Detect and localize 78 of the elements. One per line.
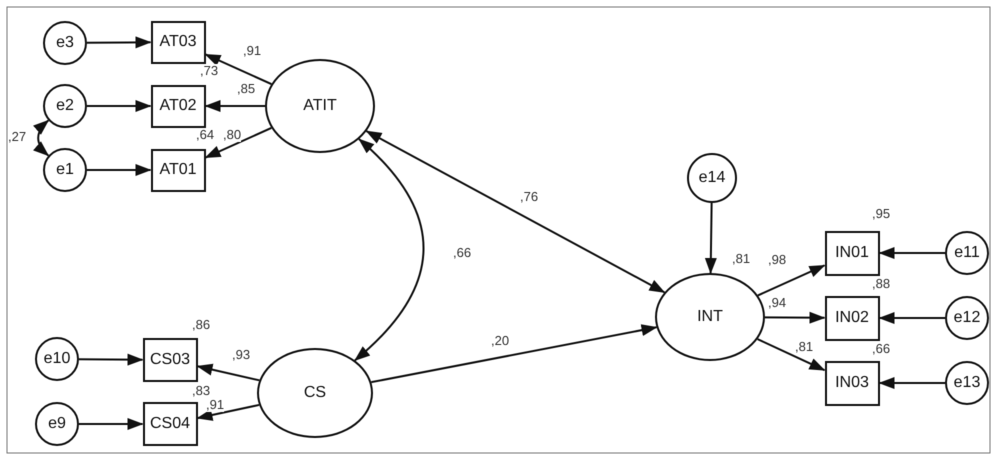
path-arrow: [204, 100, 265, 112]
edge-label: ,76: [520, 190, 538, 204]
observed-variable-box: [142, 402, 198, 446]
r-squared-value: ,86: [192, 318, 210, 332]
path-arrow: [78, 354, 144, 366]
edge-label: ,94: [768, 296, 786, 310]
r-squared-value: ,88: [872, 277, 890, 291]
edge-label: ,98: [768, 253, 786, 267]
path-arrow: [757, 338, 826, 372]
path-arrow: [704, 202, 717, 274]
observed-variable-box: [824, 360, 880, 406]
path-arrow: [878, 312, 945, 324]
path-arrow: [371, 324, 658, 384]
error-term-circle: [35, 402, 79, 446]
variable-name: IN02: [835, 309, 869, 327]
path-arrow: [79, 418, 144, 430]
edge-label: ,80: [223, 128, 242, 142]
r-squared-value: ,64: [196, 128, 214, 142]
observed-variable-box: [824, 230, 880, 276]
path-arrow: [87, 100, 152, 112]
edge-label: ,66: [453, 246, 472, 260]
error-term-circle: [945, 296, 989, 340]
edge-label: ,91: [206, 398, 224, 412]
variable-name: e1: [56, 161, 74, 179]
r-squared-value: ,81: [732, 252, 750, 266]
variable-name: INT: [697, 308, 723, 326]
edge-label: ,85: [237, 82, 256, 96]
path-arrow: [764, 312, 826, 324]
observed-variable-box: [150, 84, 206, 128]
edge-label: ,93: [232, 348, 250, 362]
covariance-arrow: [354, 138, 424, 362]
error-term-circle: [43, 148, 87, 192]
variable-name: CS04: [150, 415, 190, 433]
observed-variable-box: [824, 296, 880, 340]
r-squared-value: ,83: [192, 384, 210, 398]
edge-label: ,91: [243, 44, 262, 58]
variable-name: AT03: [159, 33, 197, 51]
edge-label: ,81: [795, 340, 814, 354]
variable-name: e13: [954, 374, 980, 392]
error-term-circle: [687, 153, 737, 203]
error-term-circle: [43, 21, 87, 65]
variable-name: e2: [56, 97, 74, 115]
variable-name: e11: [954, 244, 980, 262]
variable-name: e10: [44, 350, 70, 368]
variable-name: IN01: [835, 244, 869, 262]
error-term-circle: [945, 231, 989, 275]
edge-label: ,20: [491, 334, 510, 348]
variable-name: e14: [698, 169, 726, 187]
path-arrow: [366, 130, 666, 294]
path-arrow: [196, 364, 260, 382]
r-squared-value: ,66: [872, 342, 890, 356]
variable-name: CS: [304, 384, 326, 402]
path-arrow: [204, 127, 272, 159]
r-squared-value: ,73: [200, 64, 218, 78]
variable-name: AT02: [159, 97, 197, 115]
observed-variable-box: [150, 20, 206, 64]
path-arrow: [86, 36, 152, 48]
observed-variable-box: [142, 338, 198, 382]
variable-name: e12: [954, 309, 980, 327]
variable-name: ATIT: [303, 97, 337, 115]
error-term-circle: [35, 337, 79, 381]
variable-name: e3: [56, 34, 74, 52]
variable-name: CS03: [150, 351, 190, 369]
error-term-circle: [945, 361, 989, 405]
variable-name: e9: [48, 415, 66, 433]
r-squared-value: ,95: [872, 207, 890, 221]
covariance-arrow: [33, 120, 50, 156]
path-arrow: [878, 247, 945, 259]
observed-variable-box: [150, 148, 206, 192]
variable-name: AT01: [159, 161, 197, 179]
error-term-circle: [43, 84, 87, 128]
path-arrow: [196, 404, 260, 421]
path-arrow: [878, 377, 945, 389]
path-arrow: [204, 53, 272, 85]
variable-name: IN03: [835, 374, 869, 392]
path-arrow: [758, 264, 826, 296]
edge-label: ,27: [8, 130, 26, 144]
path-arrow: [87, 164, 152, 176]
